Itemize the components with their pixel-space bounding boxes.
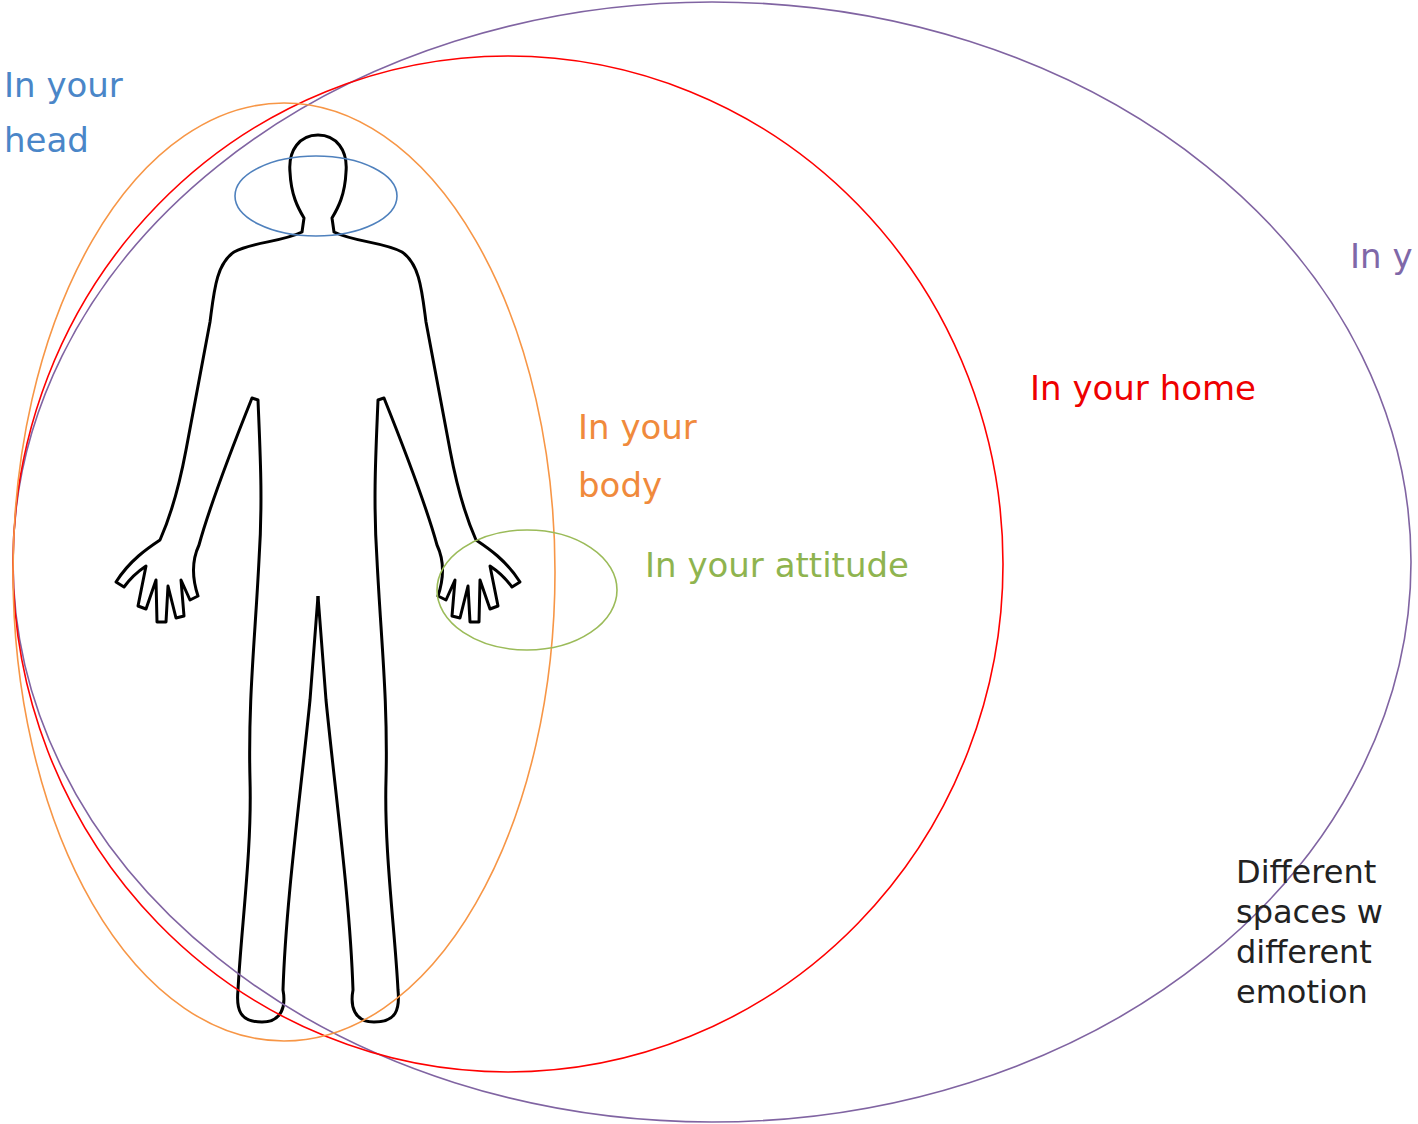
space-ellipse <box>235 156 397 236</box>
space-ellipse <box>436 529 618 651</box>
space-node: In yIn your homeIn your bodyIn your head… <box>12 1 1412 1123</box>
space-label: In y <box>1350 236 1418 276</box>
space-node: In your head <box>234 155 398 237</box>
space-label: In your attitude <box>645 545 1005 585</box>
space-ellipse <box>234 155 398 237</box>
note-text: Different spaces w different emotion <box>1236 852 1416 1012</box>
space-ellipse <box>13 103 555 1041</box>
space-label: In your body <box>578 398 708 514</box>
space-node: In your homeIn your bodyIn your headIn y… <box>12 55 1004 1073</box>
space-ellipse <box>437 530 617 650</box>
space-ellipse <box>13 2 1411 1122</box>
space-ellipse <box>12 102 556 1042</box>
space-label: In your head <box>4 58 136 168</box>
space-node: In your attitude <box>436 529 618 651</box>
space-label: In your home <box>1030 368 1350 408</box>
space-node: In your bodyIn your headIn your attitude <box>12 102 556 1042</box>
person-outline <box>116 135 318 1022</box>
